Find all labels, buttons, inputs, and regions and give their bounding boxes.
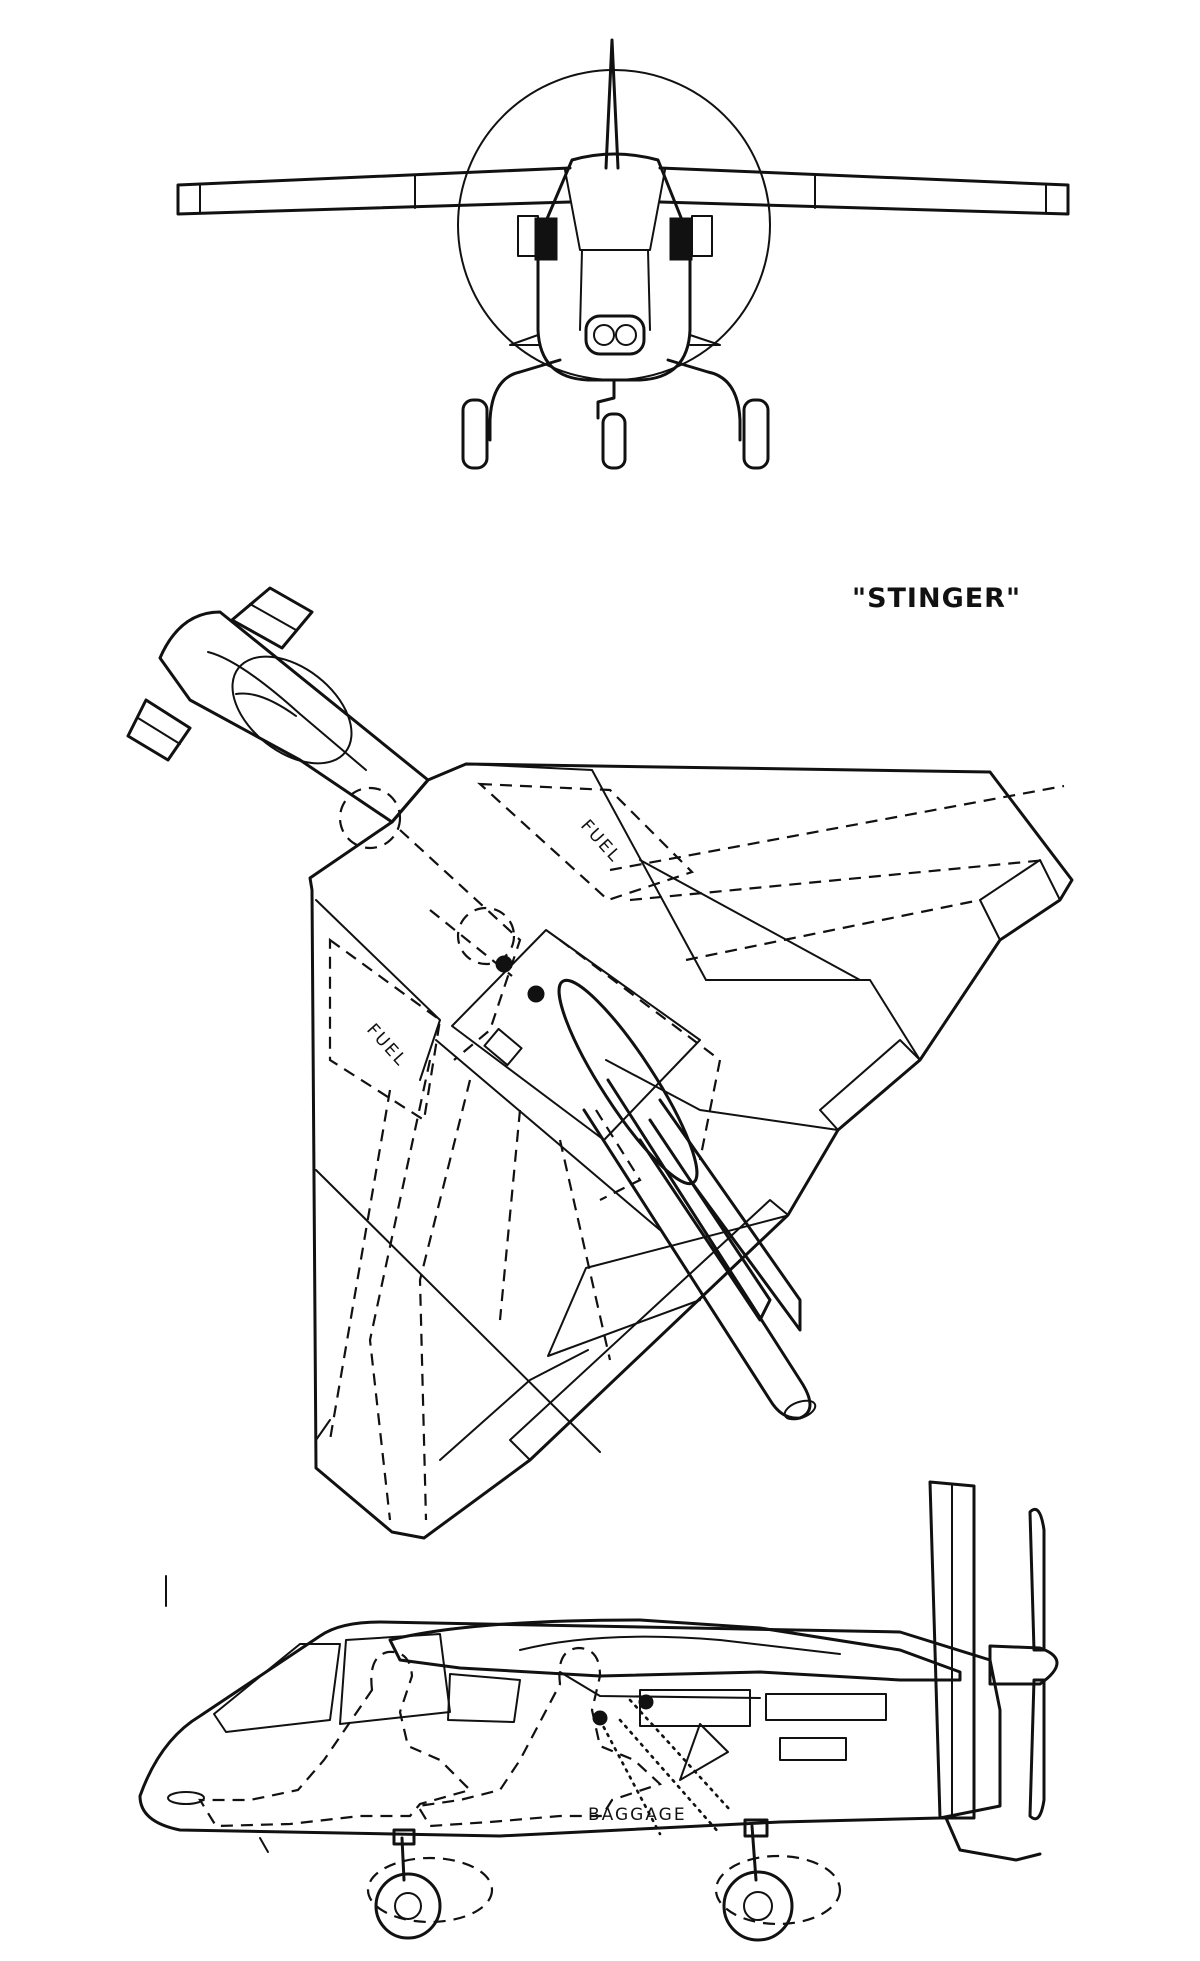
side-view: BAGGAGE [138, 1480, 1059, 1942]
plan-seat-rear [456, 906, 516, 966]
plan-center-box [451, 929, 701, 1141]
side-nose-gear-retracted [366, 1856, 494, 1924]
side-tail-skid [944, 1816, 1042, 1862]
side-pilot-figure [198, 1650, 473, 1828]
plan-view: FUEL FUEL [126, 586, 1074, 1540]
plan-nose [158, 610, 430, 824]
plan-seat-front [338, 786, 402, 850]
plan-fuel-cap-1 [495, 955, 513, 973]
plan-canopy [231, 655, 353, 765]
front-right-wheel [742, 398, 770, 470]
side-main-gear-retracted [714, 1854, 842, 1926]
front-view [176, 38, 1070, 470]
side-baggage-label: BAGGAGE [588, 1805, 687, 1825]
front-left-wing [176, 166, 572, 216]
plan-fuel-label-right: FUEL [576, 816, 625, 867]
plan-tailboom [582, 1078, 812, 1420]
front-right-nacelle [669, 217, 693, 261]
front-left-wheel [461, 398, 489, 470]
side-vertical-tail [928, 1480, 976, 1820]
front-left-gear [488, 358, 562, 442]
side-engine-bay [639, 1689, 751, 1727]
side-fuel-cap-2 [638, 1694, 654, 1710]
front-fin [604, 38, 620, 170]
front-right-gear [666, 358, 742, 442]
side-fuselage [138, 1620, 1002, 1838]
front-nose-wheel [601, 412, 627, 470]
plan-fuel-tank-right [476, 782, 695, 902]
side-nose-wheel [374, 1872, 442, 1940]
front-fuselage [536, 152, 692, 382]
aircraft-name: "STINGER" [852, 583, 1021, 614]
front-left-nacelle [534, 217, 558, 261]
plan-fuel-cap-2 [527, 985, 545, 1003]
side-spinner [988, 1644, 1059, 1686]
front-nose-intake [584, 314, 646, 356]
plan-canard-lower [126, 698, 192, 762]
plan-fuel-label-left: FUEL [362, 1020, 411, 1071]
front-nose-gear [596, 378, 616, 420]
side-main-wheel [722, 1870, 794, 1942]
plan-canard-upper [230, 586, 314, 650]
side-wing-root [388, 1618, 962, 1682]
side-propeller [1028, 1507, 1046, 1652]
side-passenger-figure [416, 1646, 663, 1828]
front-right-wing [658, 166, 1070, 216]
side-windshield [213, 1643, 341, 1733]
plan-fuel-tank-left [328, 937, 442, 1122]
side-fuel-cap-1 [592, 1710, 608, 1726]
